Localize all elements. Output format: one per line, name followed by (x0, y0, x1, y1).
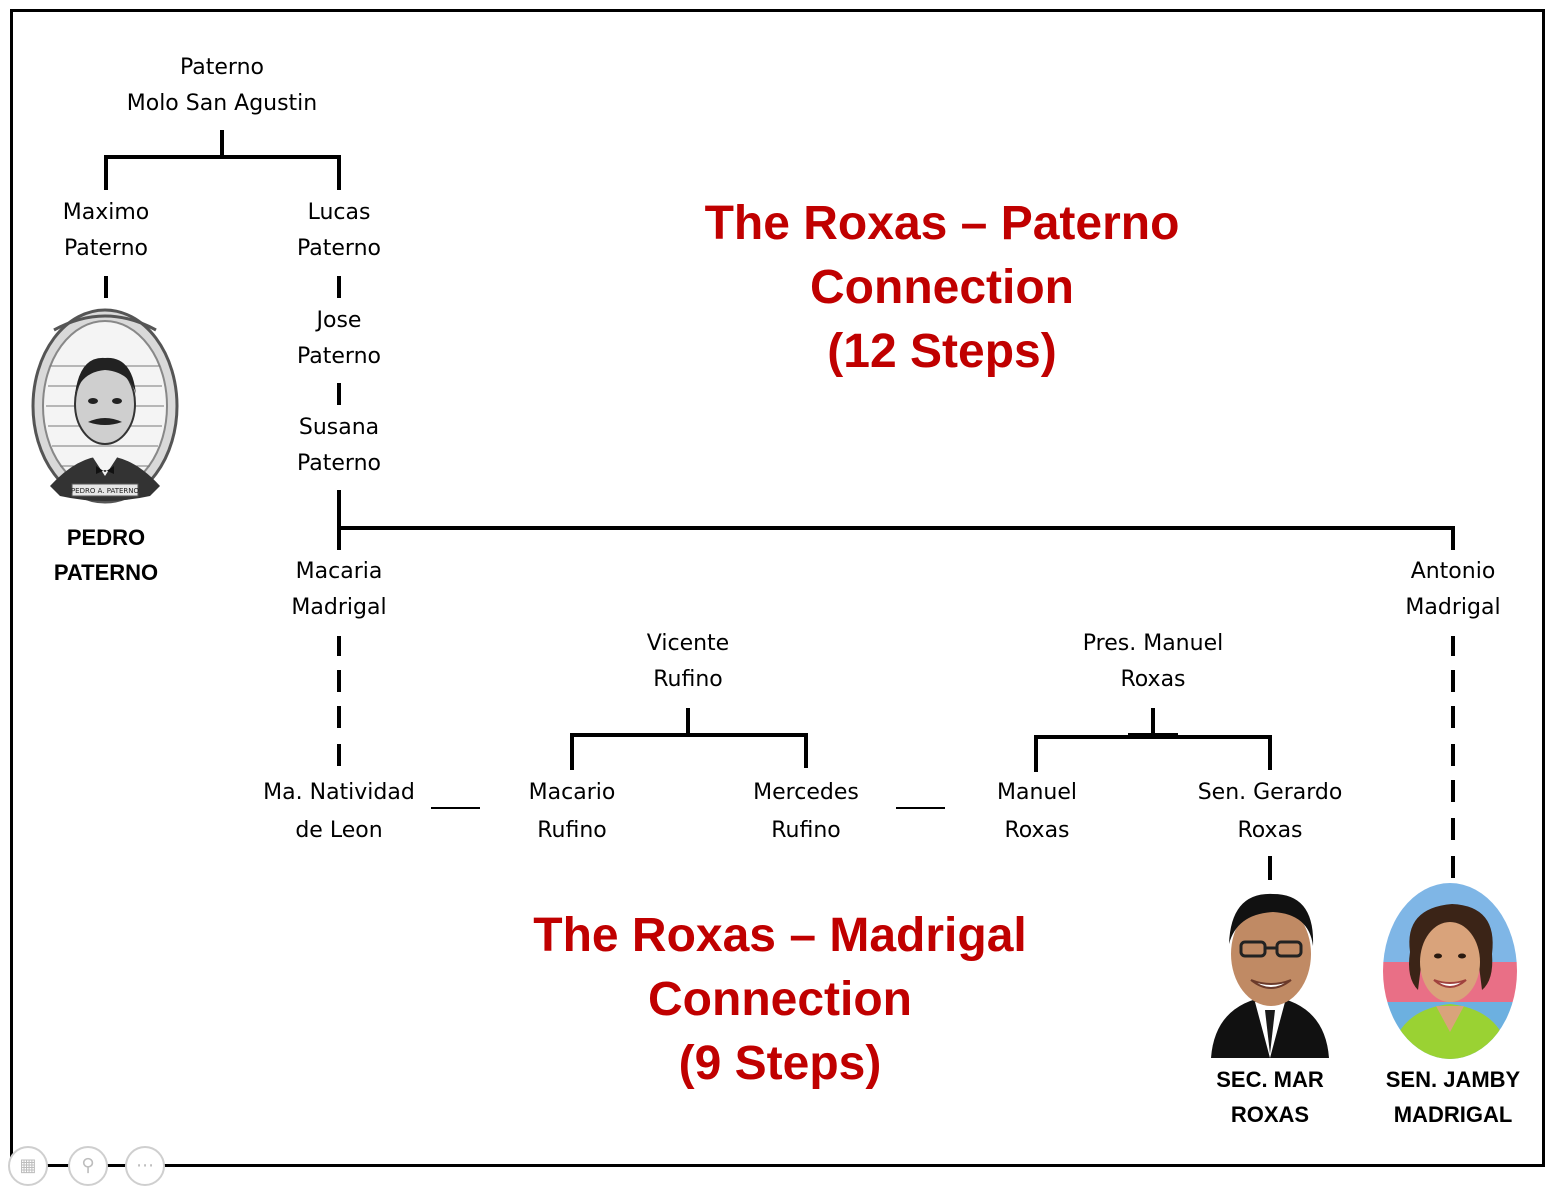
title-roxas-madrigal: The Roxas – Madrigal Connection (9 Steps… (533, 904, 1026, 1096)
node-line: SEN. JAMBY (1385, 1067, 1521, 1092)
node-line: Roxas (1120, 667, 1186, 692)
node-line: Macario (528, 780, 616, 805)
title-line: (12 Steps) (827, 325, 1057, 378)
node-line: Roxas (1237, 818, 1303, 843)
node-jamby-madrigal: SEN. JAMBY MADRIGAL (1386, 1062, 1520, 1132)
title-roxas-paterno: The Roxas – Paterno Connection (12 Steps… (705, 192, 1180, 384)
node-line: Sen. Gerardo (1197, 780, 1343, 805)
title-line: The Roxas – Paterno (704, 197, 1180, 250)
zoom-icon[interactable]: ⚲ (68, 1146, 108, 1186)
node-line: Paterno (297, 236, 381, 261)
jamby-madrigal-photo (1383, 883, 1517, 1059)
node-line: Rufino (653, 667, 723, 692)
node-line: Ma. Natividad (263, 780, 415, 805)
node-gerardo-roxas: Sen. Gerardo Roxas (1198, 774, 1343, 850)
node-line: MADRIGAL (1393, 1102, 1513, 1127)
node-line: Paterno (64, 236, 148, 261)
node-pres-manuel-roxas: Pres. Manuel Roxas (1083, 626, 1223, 698)
node-line: PATERNO (53, 560, 159, 585)
node-line: Paterno (297, 344, 381, 369)
node-line: Paterno (297, 451, 381, 476)
node-line: Rufino (537, 818, 607, 843)
node-line: Roxas (1004, 818, 1070, 843)
node-manuel-roxas: Manuel Roxas (997, 774, 1077, 850)
node-line: Madrigal (291, 595, 387, 620)
node-line: SEC. MAR (1216, 1067, 1324, 1092)
pedro-paterno-portrait: PEDRO A. PATERNO (31, 308, 179, 504)
node-line: Pres. Manuel (1082, 631, 1224, 656)
node-line: Maximo (62, 200, 150, 225)
mar-roxas-photo (1211, 893, 1329, 1058)
node-macario-rufino: Macario Rufino (529, 774, 616, 850)
node-natividad-de-leon: Ma. Natividad de Leon (263, 774, 415, 850)
node-line: Jose (316, 308, 362, 333)
node-line: PEDRO (66, 525, 146, 550)
node-line: Rufino (771, 818, 841, 843)
more-icon[interactable]: ⋯ (125, 1146, 165, 1186)
node-line: Susana (298, 415, 380, 440)
title-line: Connection (648, 973, 912, 1026)
node-macaria-madrigal: Macaria Madrigal (291, 554, 386, 626)
node-jose-paterno: Jose Paterno (297, 303, 381, 375)
node-lucas-paterno: Lucas Paterno (297, 195, 381, 267)
node-line: Antonio (1410, 559, 1496, 584)
node-line: Madrigal (1405, 595, 1501, 620)
node-line: Mercedes (753, 780, 859, 805)
title-line: The Roxas – Madrigal (533, 909, 1027, 962)
node-line: Macaria (295, 559, 383, 584)
node-line: Paterno (180, 55, 264, 80)
node-susana-paterno: Susana Paterno (297, 410, 381, 482)
node-antonio-madrigal: Antonio Madrigal (1405, 554, 1500, 626)
node-vicente-rufino: Vicente Rufino (647, 626, 729, 698)
layout-icon[interactable]: ▦ (8, 1146, 48, 1186)
node-line: Lucas (307, 200, 371, 225)
node-maximo-paterno: Maximo Paterno (63, 195, 150, 267)
node-line: Molo San Agustin (126, 91, 318, 116)
portrait-caption: PEDRO A. PATERNO (71, 487, 140, 495)
title-line: Connection (810, 261, 1074, 314)
node-paterno-root: Paterno Molo San Agustin (127, 50, 318, 122)
title-line: (9 Steps) (678, 1037, 882, 1090)
node-line: ROXAS (1230, 1102, 1310, 1127)
node-line: Vicente (646, 631, 730, 656)
node-line: Manuel (997, 780, 1077, 805)
node-line: de Leon (295, 818, 383, 843)
node-mercedes-rufino: Mercedes Rufino (753, 774, 859, 850)
node-mar-roxas: SEC. MAR ROXAS (1216, 1062, 1324, 1132)
node-pedro-paterno: PEDRO PATERNO (54, 520, 158, 590)
